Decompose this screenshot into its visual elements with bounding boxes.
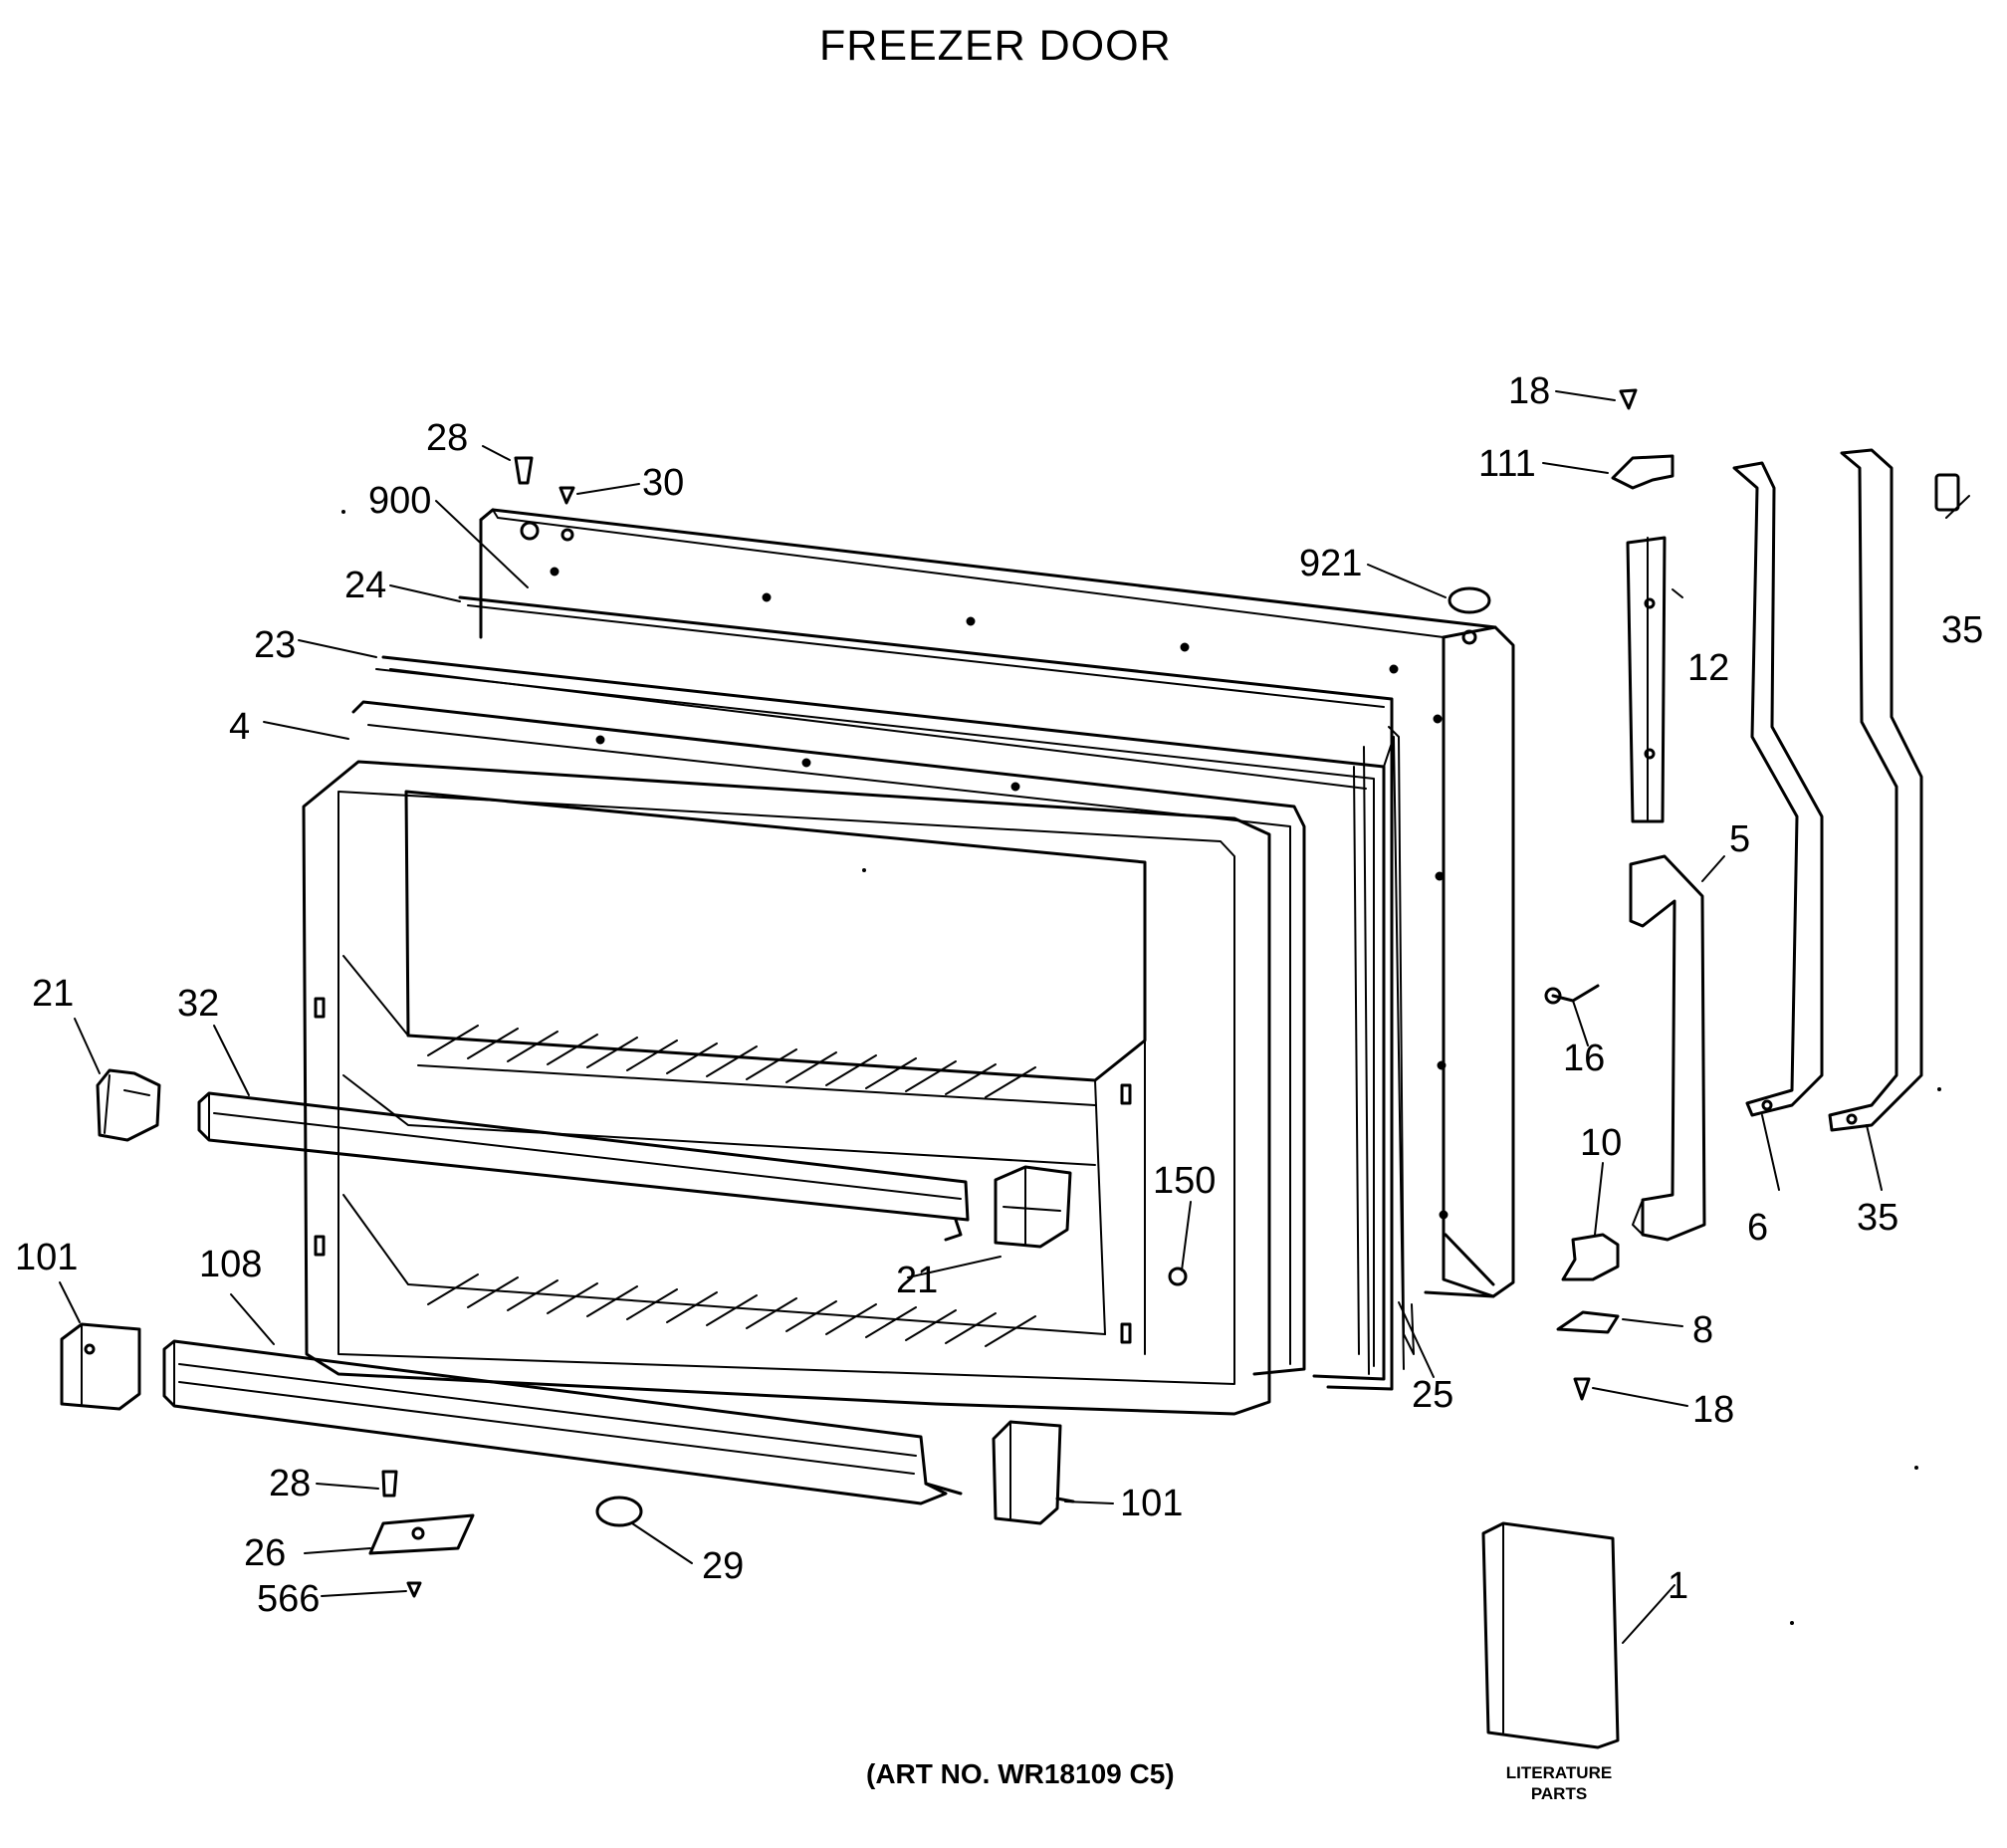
callout-5: 5 — [1729, 818, 1750, 860]
callout-1: 1 — [1668, 1565, 1688, 1607]
callout-32: 32 — [177, 983, 219, 1025]
callout-111: 111 — [1478, 443, 1536, 485]
end-cap-101-right — [992, 1420, 1075, 1525]
shelf-rail-108 — [162, 1339, 963, 1505]
callout-26: 26 — [244, 1532, 286, 1574]
callout-35-bottom: 35 — [1857, 1197, 1898, 1239]
speck-marks — [341, 510, 1941, 1625]
callout-150: 150 — [1153, 1160, 1216, 1202]
callout-21-left: 21 — [32, 973, 74, 1015]
callout-101-left: 101 — [15, 1237, 78, 1278]
callout-29: 29 — [702, 1545, 744, 1587]
callout-21-center: 21 — [896, 1260, 938, 1301]
callout-28-top: 28 — [426, 417, 468, 459]
callout-101-right: 101 — [1120, 1483, 1183, 1524]
gasket-frames — [351, 595, 1415, 1391]
literature-booklet — [1481, 1521, 1620, 1749]
end-cap-21-left — [96, 1068, 161, 1142]
callout-12: 12 — [1687, 647, 1729, 689]
callout-566: 566 — [257, 1578, 320, 1620]
callout-108: 108 — [199, 1244, 262, 1285]
outer-door-panel — [479, 508, 1515, 1298]
callout-6: 6 — [1747, 1207, 1768, 1249]
literature-parts-label: LITERATURE PARTS — [1493, 1762, 1625, 1804]
leader-lines — [59, 390, 1970, 1644]
end-cap-21-center — [994, 1165, 1072, 1249]
callout-24: 24 — [344, 565, 386, 606]
diagram-title: FREEZER DOOR — [819, 22, 1172, 70]
callout-16: 16 — [1563, 1038, 1605, 1079]
art-number: (ART NO. WR18109 C5) — [866, 1758, 1175, 1789]
callout-18-bottom: 18 — [1692, 1389, 1734, 1431]
callout-18-top: 18 — [1508, 370, 1550, 412]
callout-35-top: 35 — [1941, 609, 1983, 651]
inner-door-liner — [302, 760, 1271, 1416]
hinge-hardware — [368, 388, 1960, 1598]
callout-900: 900 — [368, 480, 431, 522]
plug-921 — [1448, 586, 1491, 614]
callout-23: 23 — [254, 624, 296, 666]
callout-10: 10 — [1580, 1122, 1622, 1164]
literature-label-line2: PARTS — [1530, 1784, 1588, 1803]
literature-label-line1: LITERATURE — [1505, 1763, 1613, 1782]
callout-4: 4 — [229, 706, 250, 748]
callout-25: 25 — [1412, 1374, 1453, 1416]
end-cap-101-left — [60, 1322, 141, 1411]
callout-28-bottom: 28 — [269, 1463, 311, 1504]
shelf-rail-32 — [197, 1091, 970, 1242]
callout-labels: 28 30 900 24 23 4 921 18 111 12 35 5 16 … — [15, 370, 1983, 1620]
callout-30: 30 — [642, 462, 684, 504]
callout-8: 8 — [1692, 1309, 1713, 1351]
callout-921: 921 — [1299, 543, 1362, 584]
